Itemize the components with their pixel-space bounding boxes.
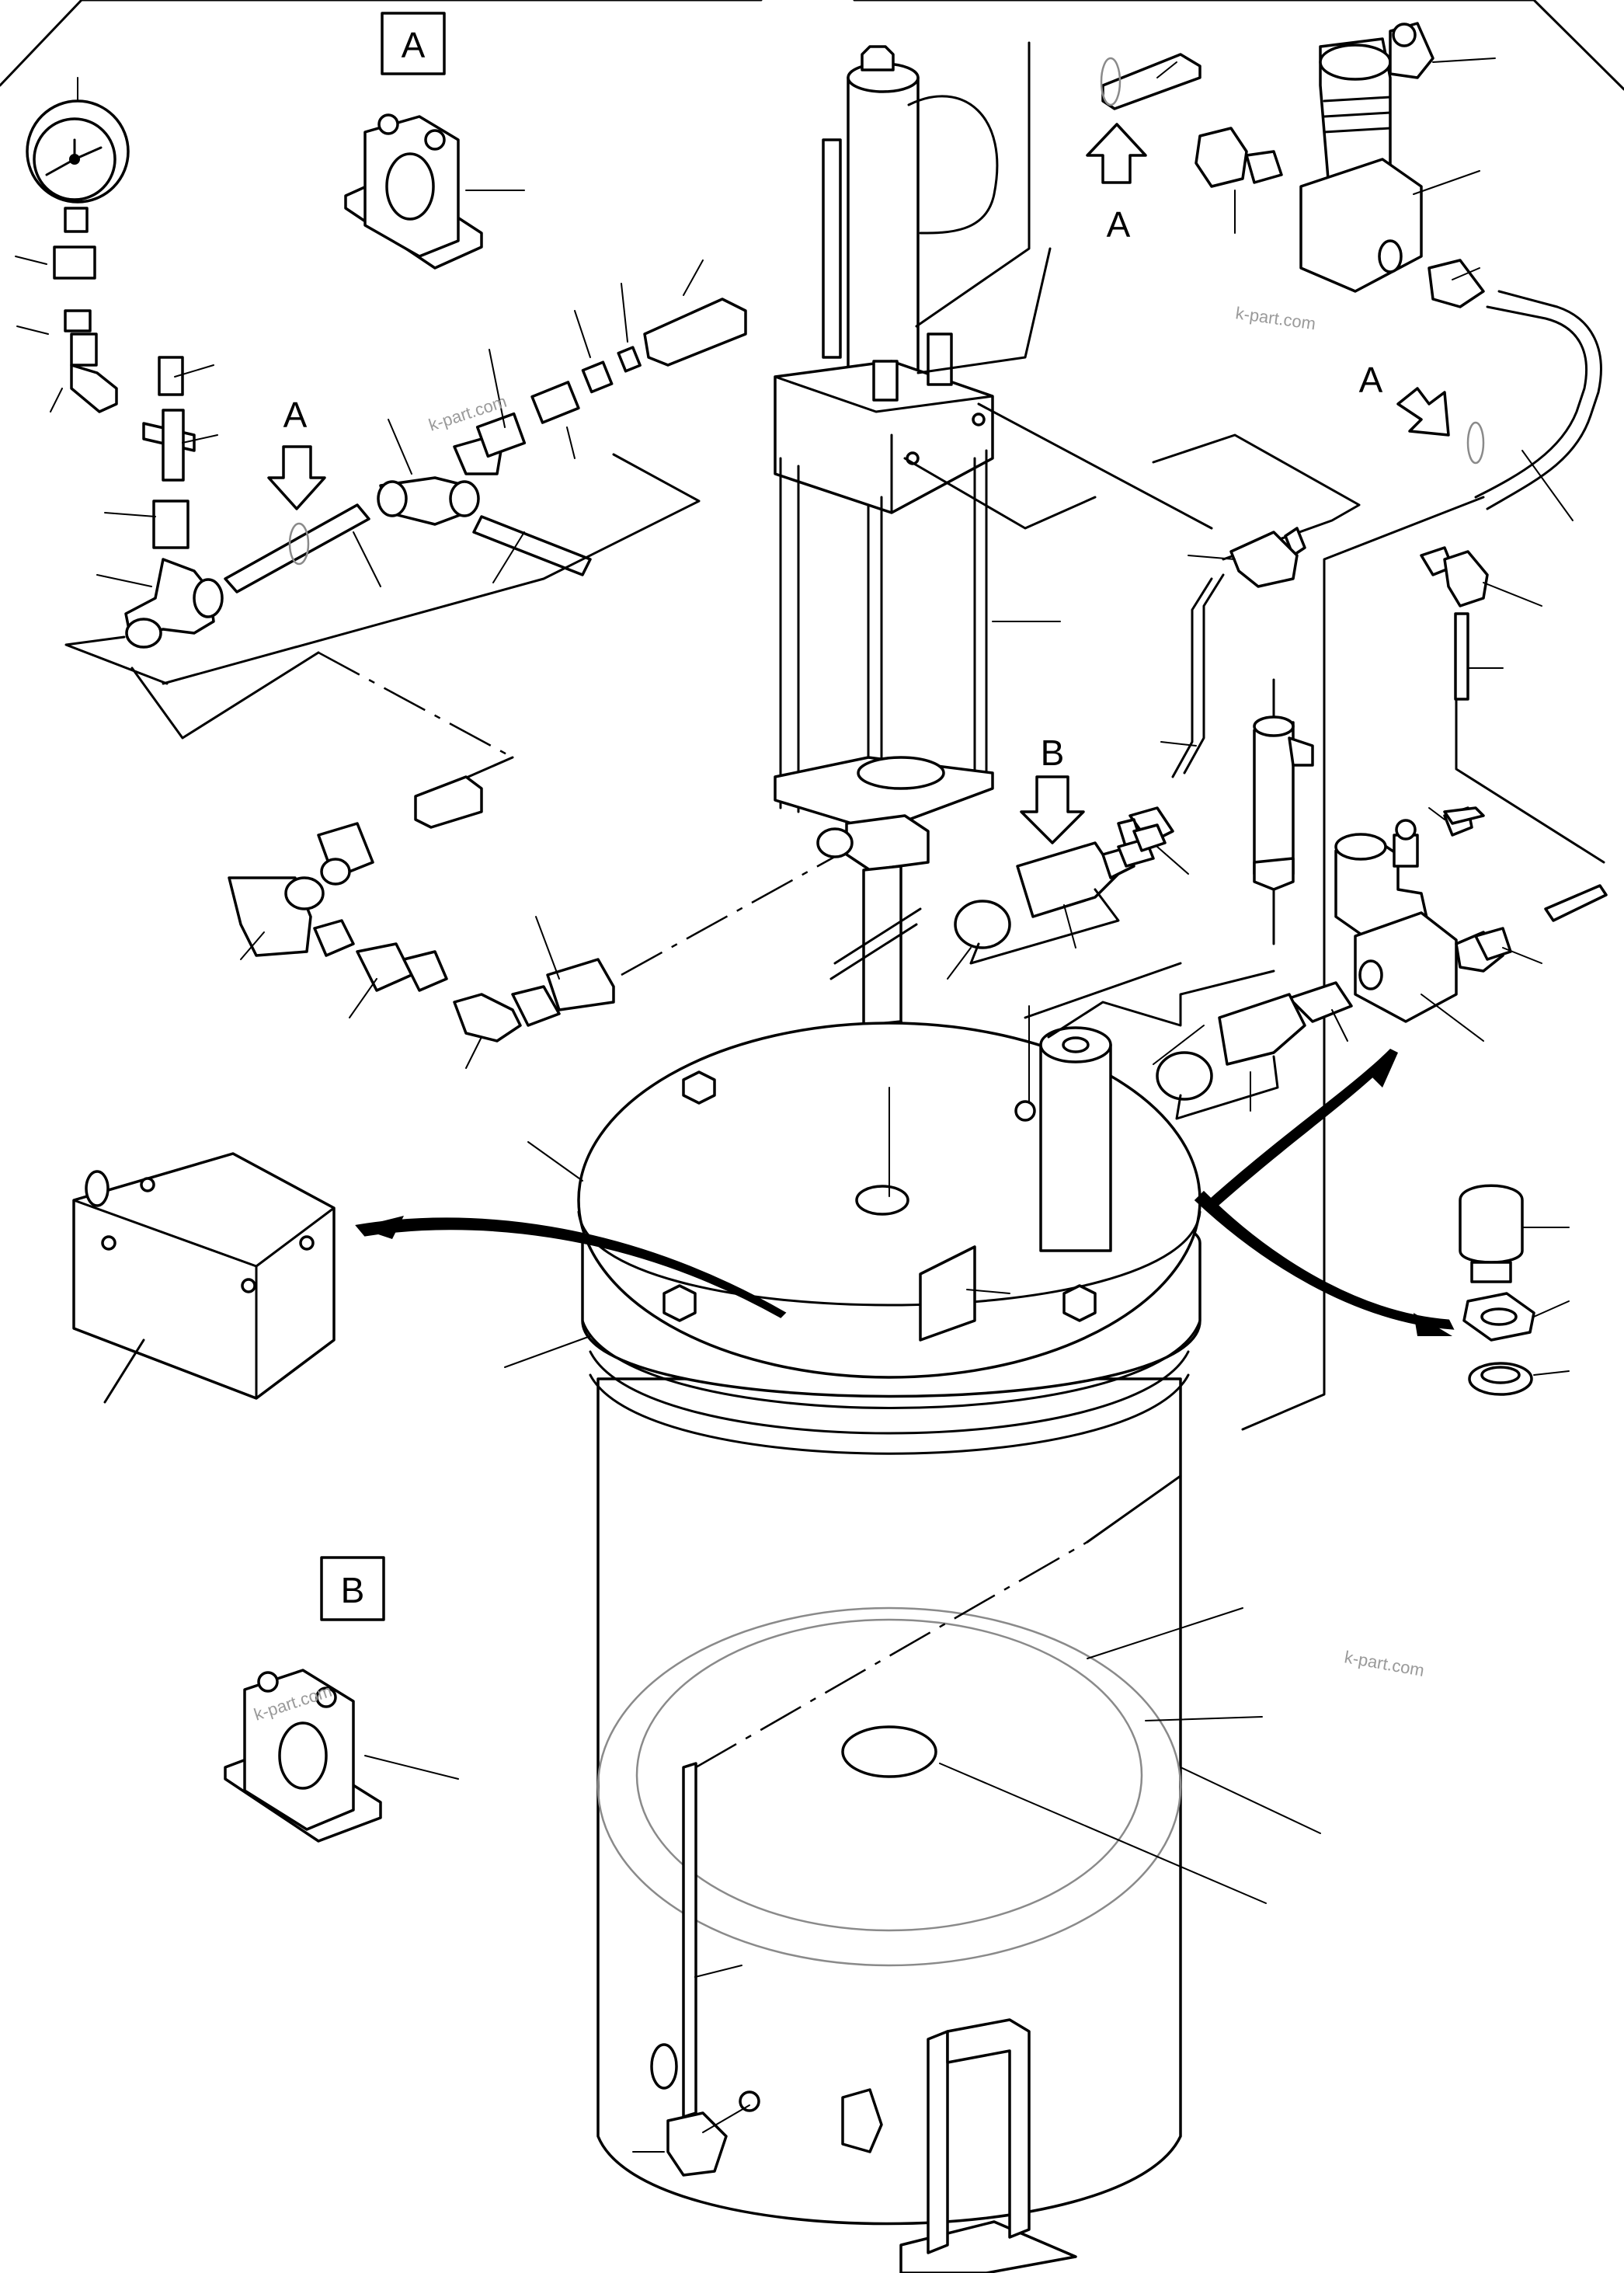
upper-solenoid-valve [915,22,1602,521]
name-plate [919,1245,976,1342]
view-a-arrow-top [1086,123,1147,184]
hidden-follower-plate [596,1606,1182,1967]
coupling-lower-left [546,958,615,1011]
pump-cylinder [847,76,920,390]
view-a-arrow-left-label: A [283,395,308,435]
lid-pump-hole [855,1185,909,1216]
view-b-arrow [1020,775,1085,844]
left-line-pipes [224,259,747,593]
tube-right [1454,612,1469,701]
head-fitting-b [927,332,953,386]
sweep-arrows [355,1049,1455,1336]
side-tube [822,138,842,359]
gauge-coupling [152,500,190,549]
view-b-arrow-label: B [1041,733,1065,773]
controller-housing [72,1152,336,1400]
pipe-left-b [472,515,592,576]
quick-coupler-left [643,298,747,367]
view-a-label: A [402,25,426,65]
fitting-upper-right [1428,259,1485,308]
elbow-left [453,993,522,1043]
knob-assembly [1459,1184,1570,1396]
gauge-elbow [70,364,118,413]
view-a-arrow-left [267,445,326,510]
gauge-tee [162,409,185,482]
view-a-label-box [381,12,446,75]
coupler-lower [1288,981,1353,1023]
valve-body-lower [1354,911,1458,1023]
frame-lines [0,0,1624,91]
bent-pipe-right [1474,305,1588,499]
inset-b: B [224,1556,459,1843]
controller-box [72,1152,336,1404]
suction-elbow [666,2111,728,2177]
lower-left-leaders [240,916,560,1069]
tank-foot-bracket [899,2018,1077,2273]
gauge-adapter [53,245,96,280]
tank-body [596,1377,1182,2226]
follower-plate-hole [841,1725,937,1778]
view-a-arrow-top-label: A [1107,204,1131,245]
pressure-sensor [1253,678,1314,945]
left-fitting-chain [228,775,840,1069]
head-fitting-a [872,360,899,402]
grease-tank [504,962,1321,2273]
lid-vent-hole [1014,1100,1036,1122]
valve-body-upper [1299,158,1423,293]
inset-a: A [344,12,525,270]
pipe-clamp-a [344,113,483,270]
view-a-arrow-right-label: A [1359,360,1383,400]
lower-solenoid-valve [1153,806,1608,1120]
pump-tie-rods [779,449,988,841]
view-b-label: B [341,1570,365,1610]
lid-stand-tube [1039,1043,1112,1252]
watermark-3: k-part.com [1343,1647,1426,1680]
pipe-left-a [224,503,370,593]
hex-nut-left [356,942,413,992]
controller-connector [85,1170,110,1207]
lid-bolts [662,1070,1097,1322]
nipple-lower-left [414,775,483,829]
tank-bottom-fittings [650,2043,883,2153]
gauge-leaders [15,77,218,587]
pump-assembly [774,45,1213,1150]
union-nut-left [475,412,527,458]
quick-coupler-lower [1218,993,1306,1066]
suction-tube [682,1762,697,2118]
air-hose [907,95,999,235]
view-b-label-box [320,1556,385,1621]
union-nut-upper [1195,127,1248,188]
tank-drain-plug [841,2088,883,2153]
leader-clamp-b [364,1755,459,1780]
pump-collar [845,814,930,872]
pipe-clamp-b [224,1669,382,1843]
view-a-arrows: A A A [267,123,1450,510]
pressure-gauge-assembly [15,77,224,649]
pipe-upper-right [1101,53,1201,110]
coupler-cap-b [954,900,1011,949]
knob [1459,1184,1524,1264]
watermark-2: k-part.com [1234,303,1316,333]
lifting-eye [861,45,895,71]
quick-coupler-b: B [947,733,1167,980]
pipe-lower-right [1544,884,1608,922]
view-a-arrow-right [1396,387,1450,437]
adapter-left [530,381,580,424]
